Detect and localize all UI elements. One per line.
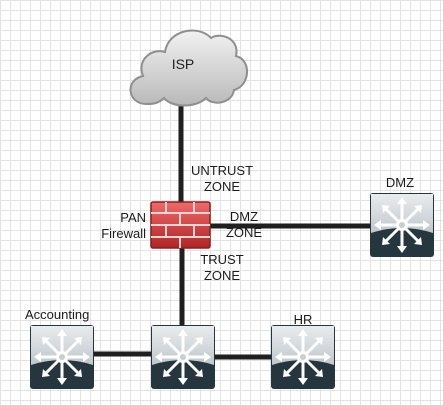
trust-zone-line2: ZONE [203, 268, 241, 283]
firewall-label-line2: Firewall [101, 226, 146, 241]
dmz-zone-line1: DMZ [229, 209, 259, 224]
dmz-zone-line2: ZONE [225, 225, 263, 240]
hr-switch-label: HR [293, 312, 313, 327]
firewall-label-line1: PAN [120, 210, 146, 225]
hr-switch-icon [269, 323, 337, 391]
untrust-zone-label: UNTRUST ZONE [184, 163, 260, 195]
dmz-switch-icon [368, 191, 436, 259]
dmz-switch-label: DMZ [385, 175, 415, 190]
firewall-icon [150, 201, 211, 249]
trust-zone-line1: TRUST [200, 252, 244, 267]
core-switch-icon [149, 323, 217, 391]
dmz-zone-label: DMZ ZONE [222, 209, 266, 241]
firewall-label: PAN Firewall [86, 210, 146, 242]
links [89, 102, 375, 360]
untrust-zone-line1: UNTRUST [190, 163, 254, 178]
untrust-zone-line2: ZONE [203, 179, 241, 194]
accounting-switch-icon [28, 323, 96, 391]
isp-label: ISP [171, 56, 195, 72]
accounting-switch-label: Accounting [25, 307, 90, 322]
trust-zone-label: TRUST ZONE [192, 252, 252, 284]
isp-cloud-icon [129, 29, 248, 107]
